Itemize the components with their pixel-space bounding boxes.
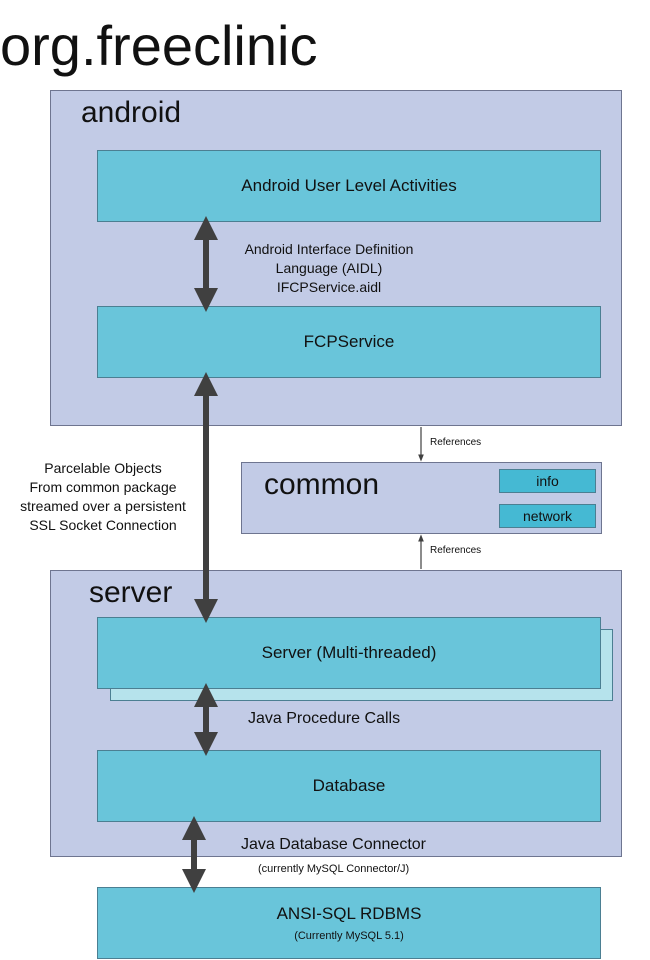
rdbms-box: ANSI-SQL RDBMS (Currently MySQL 5.1) (97, 887, 601, 959)
aidl-note-line: IFCPService.aidl (276, 279, 382, 295)
database-box: Database (97, 750, 601, 822)
server-package-label: server (89, 576, 173, 609)
fcpservice-label: FCPService (303, 332, 395, 351)
aidl-note: Android Interface Definition Language (A… (214, 240, 444, 297)
diagram-title: org.freeclinic (0, 14, 318, 77)
rdbms-sub-label: (Currently MySQL 5.1) (294, 930, 404, 942)
android-activities-box: Android User Level Activities (97, 150, 601, 222)
parcelable-note-line: streamed over a persistent (20, 498, 186, 514)
parcelable-note-line: From common package (29, 479, 177, 495)
network-module-label: network (522, 508, 573, 524)
common-package: common info network (241, 462, 602, 534)
info-module-label: info (536, 473, 559, 489)
database-box-label: Database (312, 776, 386, 795)
android-activities-label: Android User Level Activities (241, 176, 457, 195)
aidl-note-line: Language (AIDL) (275, 260, 383, 276)
procedure-note: Java Procedure Calls (248, 710, 401, 727)
server-box-label: Server (Multi-threaded) (261, 643, 437, 662)
info-module: info (499, 469, 596, 493)
references-label-top: References (430, 437, 482, 448)
rdbms-label: ANSI-SQL RDBMS (276, 904, 422, 923)
android-package-label: android (81, 96, 182, 129)
server-box: Server (Multi-threaded) (97, 617, 601, 689)
common-package-label: common (264, 468, 380, 501)
network-module: network (499, 504, 596, 528)
parcelable-note: Parcelable Objects From common package s… (8, 459, 198, 535)
fcpservice-box: FCPService (97, 306, 601, 378)
references-label-bottom: References (430, 545, 482, 556)
parcelable-note-line: SSL Socket Connection (29, 517, 177, 533)
aidl-note-line: Android Interface Definition (244, 241, 414, 257)
connector-sub-note: (currently MySQL Connector/J) (258, 863, 410, 875)
parcelable-note-line: Parcelable Objects (44, 460, 162, 476)
connector-note: Java Database Connector (241, 836, 426, 853)
